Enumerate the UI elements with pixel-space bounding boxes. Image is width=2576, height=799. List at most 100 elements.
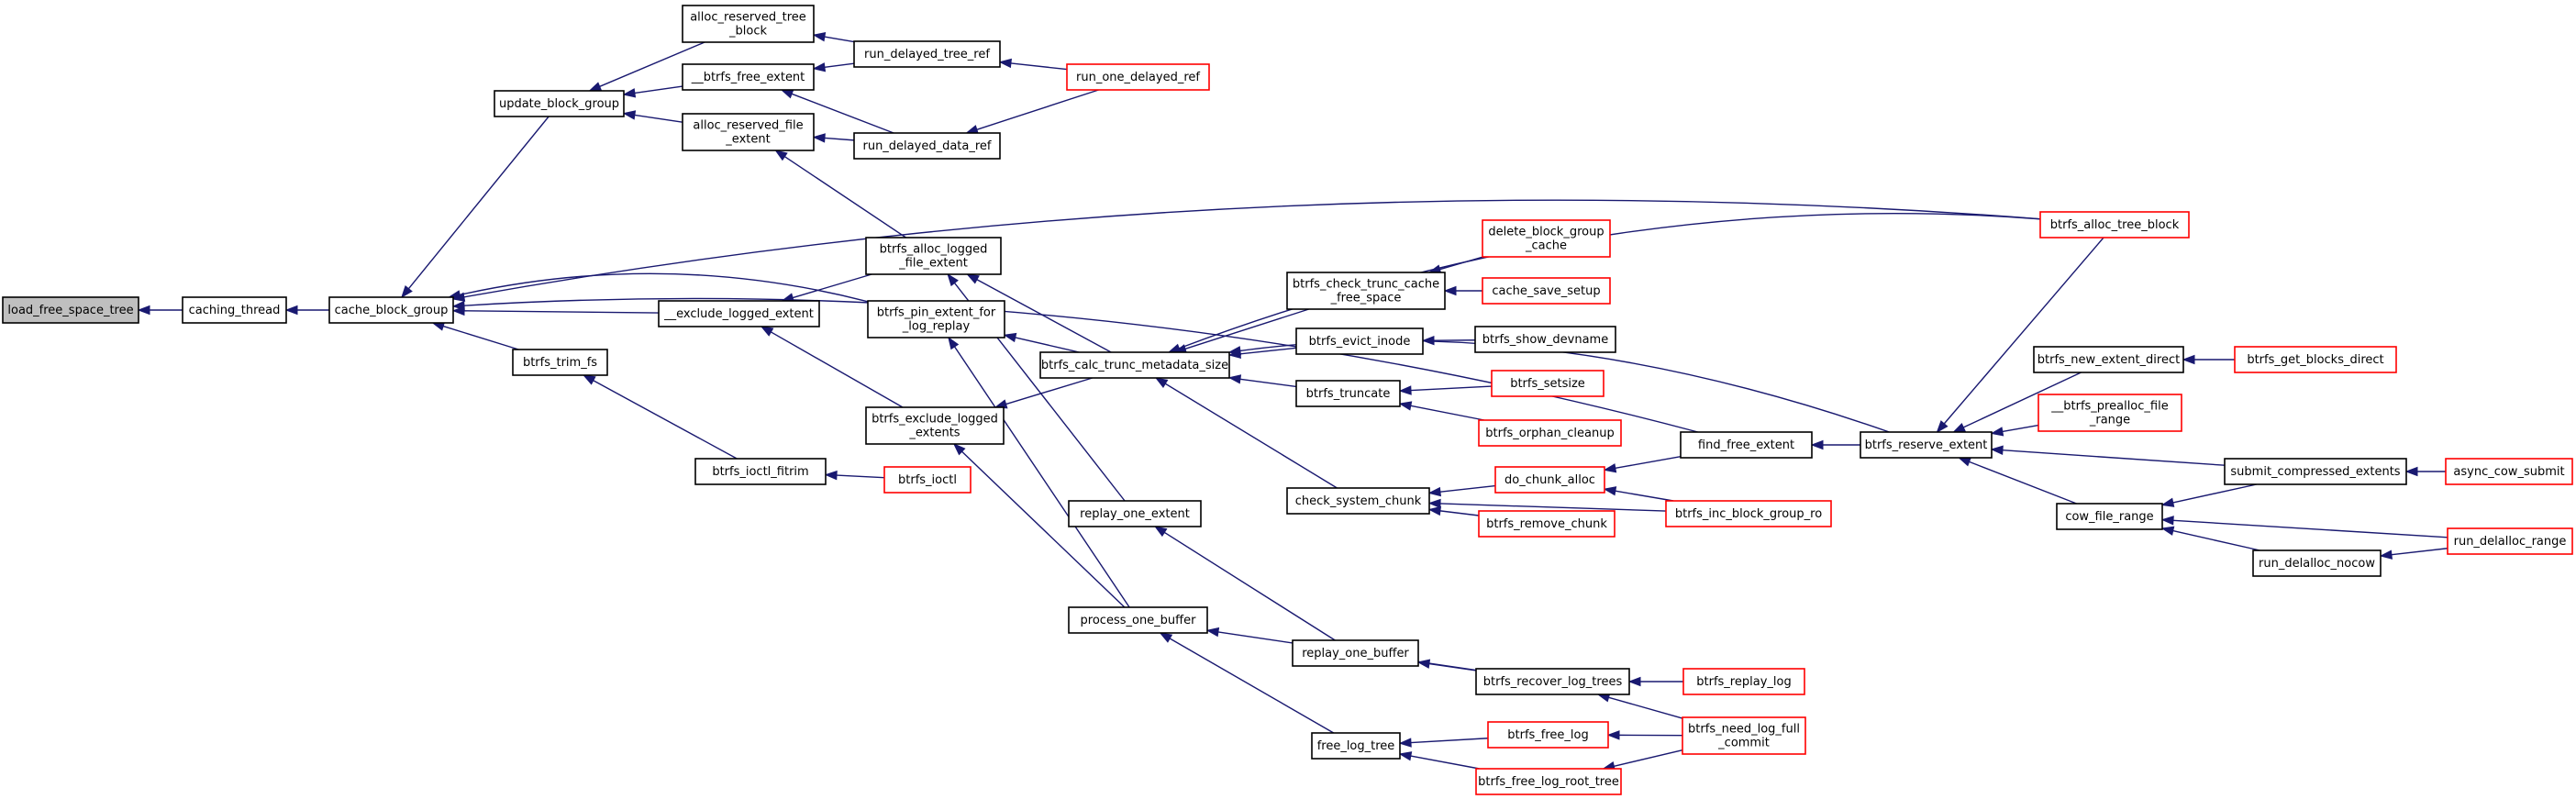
node-bfl[interactable]: btrfs_free_log <box>1487 721 1609 749</box>
edge-rodr-to-rddr <box>965 89 1099 135</box>
node-label: replay_one_extent <box>1080 507 1190 521</box>
edge-bfe-to-ubg <box>622 85 683 98</box>
node-label: run_delayed_data_ref <box>862 139 991 153</box>
node-roe[interactable]: replay_one_extent <box>1068 500 1202 527</box>
node-brc[interactable]: btrfs_remove_chunk <box>1478 510 1616 538</box>
node-box <box>2445 458 2573 485</box>
edge-brl-to-brlt <box>1627 676 1683 687</box>
node-box <box>328 296 454 324</box>
node-rdtr[interactable]: run_delayed_tree_ref <box>853 40 1001 68</box>
node-box <box>867 300 1005 338</box>
node-box <box>1311 732 1401 760</box>
node-label: load_free_space_tree <box>7 304 133 317</box>
edge-boc-to-btrunc <box>1398 401 1485 421</box>
node-arfe[interactable]: alloc_reserved_file_extent <box>682 113 815 151</box>
node-bctms[interactable]: btrfs_calc_trunc_metadata_size <box>1039 351 1230 379</box>
edge-bgbd-to-bned <box>2182 354 2235 365</box>
node-brlt[interactable]: btrfs_recover_log_trees <box>1475 668 1630 695</box>
edge-rdr-to-cfr <box>2160 516 2448 538</box>
node-box <box>1487 721 1609 749</box>
node-bgbd[interactable]: btrfs_get_blocks_direct <box>2234 346 2397 373</box>
node-bfe[interactable]: __btrfs_free_extent <box>682 63 815 91</box>
node-bctcfs[interactable]: btrfs_check_trunc_cache_free_space <box>1286 272 1446 310</box>
node-bele[interactable]: btrfs_exclude_logged_extents <box>865 406 1005 445</box>
edge-bnlfc-to-bflrt <box>1602 749 1683 771</box>
node-box <box>2033 346 2184 373</box>
edge-ele-to-cbg <box>451 305 660 316</box>
edge-bibgr-to-dca <box>1603 486 1674 502</box>
node-box <box>1286 272 1446 310</box>
edge-bpefr-to-cbg <box>448 272 869 303</box>
node-label: btrfs_ioctl_fitrim <box>712 465 808 479</box>
node-box <box>1665 500 1832 527</box>
node-bned[interactable]: btrfs_new_extent_direct <box>2033 346 2184 373</box>
node-box <box>682 63 815 91</box>
node-ubg[interactable]: update_block_group <box>494 90 625 117</box>
edge-bre-to-ffe <box>1810 439 1860 450</box>
node-brl[interactable]: btrfs_replay_log <box>1682 668 1805 695</box>
edge-rddr-to-arfe <box>812 133 855 143</box>
node-lfst[interactable]: load_free_space_tree <box>2 296 139 324</box>
node-csc[interactable]: check_system_chunk <box>1286 487 1430 515</box>
node-ele[interactable]: __exclude_logged_extent <box>658 300 820 327</box>
node-rddr[interactable]: run_delayed_data_ref <box>853 132 1001 160</box>
node-box <box>1491 370 1604 397</box>
node-box <box>883 466 972 494</box>
node-bibgr[interactable]: btrfs_inc_block_group_ro <box>1665 500 1832 527</box>
edge-bif-to-btf <box>582 374 738 460</box>
node-rob[interactable]: replay_one_buffer <box>1292 639 1419 667</box>
node-dca[interactable]: do_chunk_alloc <box>1494 466 1605 494</box>
node-css[interactable]: cache_save_setup <box>1482 277 1611 305</box>
node-box <box>682 5 815 43</box>
node-cfr[interactable]: cow_file_range <box>2056 503 2163 530</box>
node-btf[interactable]: btrfs_trim_fs <box>512 349 608 376</box>
node-label: delete_block_group <box>1488 226 1604 239</box>
node-bei[interactable]: btrfs_evict_inode <box>1295 327 1424 355</box>
node-box <box>1039 351 1230 379</box>
edge-balfe-to-ele <box>781 273 872 303</box>
node-box <box>1475 768 1622 795</box>
node-bioctl[interactable]: btrfs_ioctl <box>883 466 972 494</box>
node-caching_thread[interactable]: caching_thread <box>182 296 287 324</box>
node-label: submit_compressed_extents <box>2230 465 2400 479</box>
node-bsetsize[interactable]: btrfs_setsize <box>1491 370 1604 397</box>
node-label: _extents <box>908 427 960 440</box>
node-box <box>2056 503 2163 530</box>
node-label: _block <box>728 25 767 39</box>
node-batb[interactable]: btrfs_alloc_tree_block <box>2039 211 2190 239</box>
edge-bflrt-to-flt <box>1398 751 1480 770</box>
node-artb[interactable]: alloc_reserved_tree_block <box>682 5 815 43</box>
node-cbg[interactable]: cache_block_group <box>328 296 454 324</box>
node-bsd[interactable]: btrfs_show_devname <box>1474 326 1616 353</box>
node-bif[interactable]: btrfs_ioctl_fitrim <box>694 458 827 485</box>
node-bnlfc[interactable]: btrfs_need_log_full_commit <box>1682 716 1806 755</box>
edge-cbg-to-caching_thread <box>284 305 329 316</box>
node-label: free_log_tree <box>1317 739 1395 753</box>
node-dbgc[interactable]: delete_block_group_cache <box>1482 219 1611 258</box>
node-balfe[interactable]: btrfs_alloc_logged_file_extent <box>865 237 1002 275</box>
node-bre[interactable]: btrfs_reserve_extent <box>1860 431 1993 459</box>
edge-bctms-to-bpefr <box>1003 332 1080 353</box>
node-box <box>1682 668 1805 695</box>
node-label: async_cow_submit <box>2453 465 2564 479</box>
node-rodr[interactable]: run_one_delayed_ref <box>1066 63 1210 91</box>
node-label: btrfs_ioctl <box>898 473 957 487</box>
node-boc[interactable]: btrfs_orphan_cleanup <box>1478 419 1622 447</box>
node-box <box>1482 277 1611 305</box>
node-bpfr[interactable]: __btrfs_prealloc_file_range <box>2037 394 2182 432</box>
node-pob[interactable]: process_one_buffer <box>1068 606 1208 634</box>
edge-brc-to-csc <box>1427 505 1480 516</box>
node-ffe[interactable]: find_free_extent <box>1680 431 1813 459</box>
edge-rodr-to-rdtr <box>998 58 1068 71</box>
node-bflrt[interactable]: btrfs_free_log_root_tree <box>1475 768 1622 795</box>
node-box <box>2234 346 2397 373</box>
node-btrunc[interactable]: btrfs_truncate <box>1295 380 1401 407</box>
node-sce[interactable]: submit_compressed_extents <box>2224 458 2407 485</box>
node-rdr[interactable]: run_delalloc_range <box>2447 527 2573 555</box>
node-label: btrfs_free_log_root_tree <box>1478 775 1619 789</box>
node-bpefr[interactable]: btrfs_pin_extent_for_log_replay <box>867 300 1005 338</box>
node-box <box>1682 716 1806 755</box>
node-rdn[interactable]: run_delalloc_nocow <box>2252 549 2382 577</box>
node-flt[interactable]: free_log_tree <box>1311 732 1401 760</box>
node-acs[interactable]: async_cow_submit <box>2445 458 2573 485</box>
